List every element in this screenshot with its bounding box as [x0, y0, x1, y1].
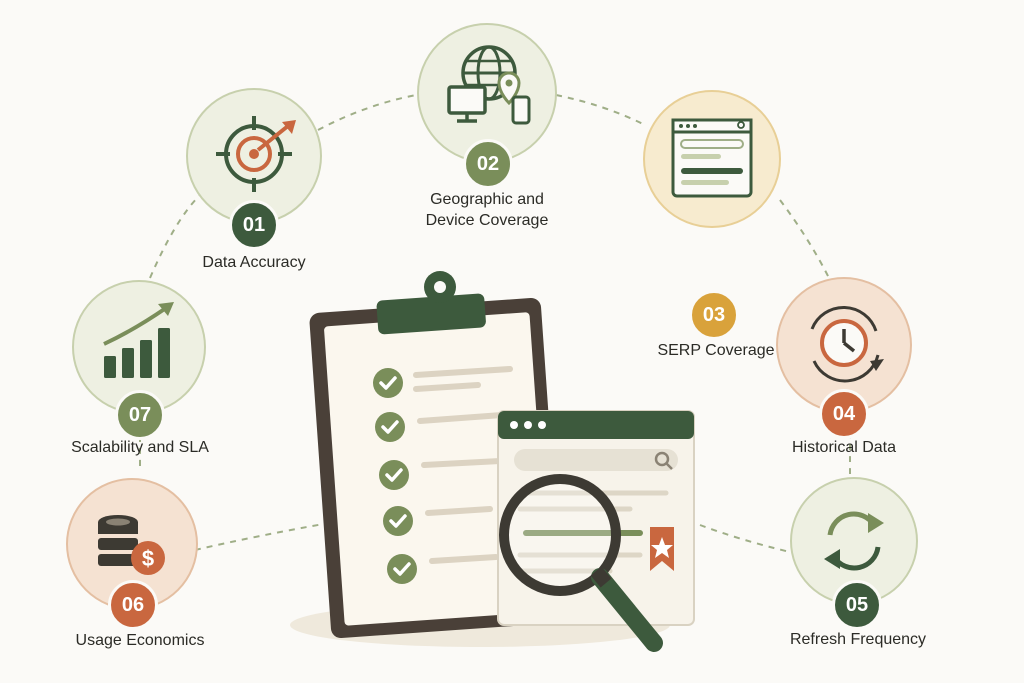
search-results-page-icon: [671, 118, 753, 198]
coins-dollar-icon: $: [98, 515, 165, 575]
item-circle: [417, 23, 557, 163]
item-circle: [643, 90, 781, 228]
item-label: SERP Coverage: [657, 342, 775, 359]
item-label: Geographic and Device Coverage: [425, 191, 549, 229]
bookmark-star-icon: [650, 527, 674, 571]
history-clock-icon: [810, 305, 884, 383]
item-number-badge: 04: [819, 389, 869, 439]
item-label: Data Accuracy: [202, 254, 306, 271]
item-number-badge: 05: [832, 580, 882, 630]
item-label: Refresh Frequency: [789, 631, 927, 648]
item-number-badge: 02: [463, 139, 513, 189]
item-circle: [776, 277, 912, 413]
browser-window-icon: [497, 410, 695, 626]
growth-chart-icon: [103, 302, 174, 378]
clipboard-checklist-icon: [309, 271, 563, 639]
refresh-icon: [824, 511, 884, 571]
item-number-badge: 06: [108, 580, 158, 630]
magnifying-glass-icon: [499, 474, 663, 652]
center-illustration: [290, 271, 695, 652]
item-label: Usage Economics: [75, 632, 205, 649]
item-label: Scalability and SLA: [71, 439, 209, 456]
globe-devices-icon: [447, 45, 531, 125]
item-number-badge: 01: [229, 200, 279, 250]
svg-text:$: $: [142, 546, 154, 571]
item-number-badge: 07: [115, 390, 165, 440]
target-icon: [216, 116, 296, 192]
item-number-badge: 03: [689, 290, 739, 340]
item-label: Historical Data: [791, 439, 897, 456]
